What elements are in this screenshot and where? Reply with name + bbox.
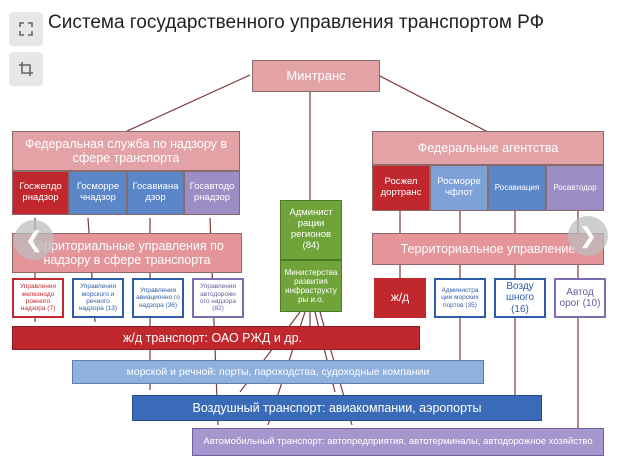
territorial-unit-4: Управления автодорожн ого надзора (82) xyxy=(192,278,244,318)
agency-unit-3: Росавиация xyxy=(488,165,546,211)
next-slide-button[interactable]: ❯ xyxy=(568,216,608,256)
territorial-unit-1: Управления железнодо рожного надзора (7) xyxy=(12,278,64,318)
agency-unit-1: Росжел дортранс xyxy=(372,165,430,211)
sea-transport-band: морской и речной: порты, пароходства, су… xyxy=(72,360,484,384)
right-unit-2: Администра ции морских портов (35) xyxy=(434,278,486,318)
chevron-left-icon: ❮ xyxy=(24,227,44,252)
right-unit-1: ж/д xyxy=(374,278,426,318)
agency-unit-2: Росморре чфлот xyxy=(430,165,488,211)
air-transport-band: Воздушный транспорт: авиакомпании, аэроп… xyxy=(132,395,542,421)
agency-unit-4: Росавтодор xyxy=(546,165,604,211)
right-unit-3: Возду шного (16) xyxy=(494,278,546,318)
crop-icon[interactable] xyxy=(9,52,43,86)
service-unit-4: Госавтодо рнадзор xyxy=(184,171,240,215)
prev-slide-button[interactable]: ❮ xyxy=(14,220,54,260)
regional-ministries-box: Министерства развития инфраструкту ры и.… xyxy=(280,260,342,312)
service-unit-3: Госавиана дзор xyxy=(127,171,184,215)
service-unit-1: Госжелдо рнадзор xyxy=(12,171,69,215)
federal-agencies-box: Федеральные агентства xyxy=(372,131,604,165)
page-title: Система государственного управления тран… xyxy=(48,12,545,33)
regional-administrations-box: Админист рации регионов (84) xyxy=(280,200,342,260)
territorial-unit-2: Управления морского и речного надзора (1… xyxy=(72,278,124,318)
right-unit-4: Автод орог (10) xyxy=(554,278,606,318)
ministry-box: Минтранс xyxy=(252,60,380,92)
rail-transport-band: ж/д транспорт: ОАО РЖД и др. xyxy=(12,326,420,350)
auto-transport-band: Автомобильный транспорт: автопредприятия… xyxy=(192,428,604,456)
federal-service-box: Федеральная служба по надзору в сфере тр… xyxy=(12,131,240,171)
territorial-right-box: Территориальное управление xyxy=(372,233,604,265)
service-unit-2: Госморре чнадзор xyxy=(69,171,127,215)
chevron-right-icon: ❯ xyxy=(578,223,598,248)
expand-icon[interactable] xyxy=(9,12,43,46)
territorial-unit-3: Управления авиационно го надзора (36) xyxy=(132,278,184,318)
